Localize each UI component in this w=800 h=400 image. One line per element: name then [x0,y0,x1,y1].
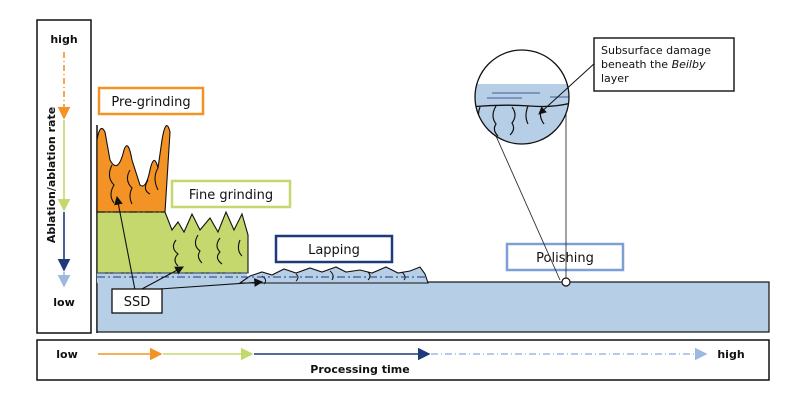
fine-grinding-label: Fine grinding [189,188,273,203]
magnifier-focus-point [561,277,571,287]
ssd-arrow-lapping [144,278,264,291]
ssd-box [111,288,163,314]
y-axis-high-label: high [50,33,77,46]
polishing-label: Polishing [536,251,594,266]
magnifier-circle [474,49,570,145]
pre-grinding-box [97,86,205,116]
x-axis-frame [36,339,770,381]
callout-box [593,37,735,92]
pre-grinding-cracks [108,164,159,205]
fine-grinding-box [170,179,292,209]
ssd-arrow-pre-grinding [114,195,136,291]
fine-grinding-cracks [172,234,243,267]
y-axis-low-label: low [53,296,75,309]
polishing-box [505,242,625,272]
callout-line2-prefix: beneath the [601,58,672,71]
ssd-label: SSD [124,295,151,310]
x-axis-title: Processing time [310,363,409,376]
magnifier-line-left [483,108,561,281]
lapping-cracks [261,270,406,285]
ssd-arrow-fine-grinding [139,266,184,291]
lapping-surface [238,266,429,284]
callout-line3: layer [601,72,629,85]
pre-grinding-label: Pre-grinding [111,95,190,110]
callout-line1: Subsurface damage [601,44,711,57]
callout-line2: beneath the Beilby [601,58,706,71]
pre-grinding-layer [96,125,171,213]
lapping-label: Lapping [308,243,360,258]
callout-line2-italic: Beilby [672,58,706,71]
y-axis-title: Ablation/ablation rate [45,107,58,243]
lapping-box [274,234,394,264]
fine-grinding-layer [96,210,249,274]
x-axis-low-label: low [56,348,78,361]
polishing-layer [97,273,247,283]
substrate [96,281,770,333]
x-axis-high-label: high [717,348,744,361]
callout-arrow [538,61,597,115]
y-axis-frame [36,19,92,334]
